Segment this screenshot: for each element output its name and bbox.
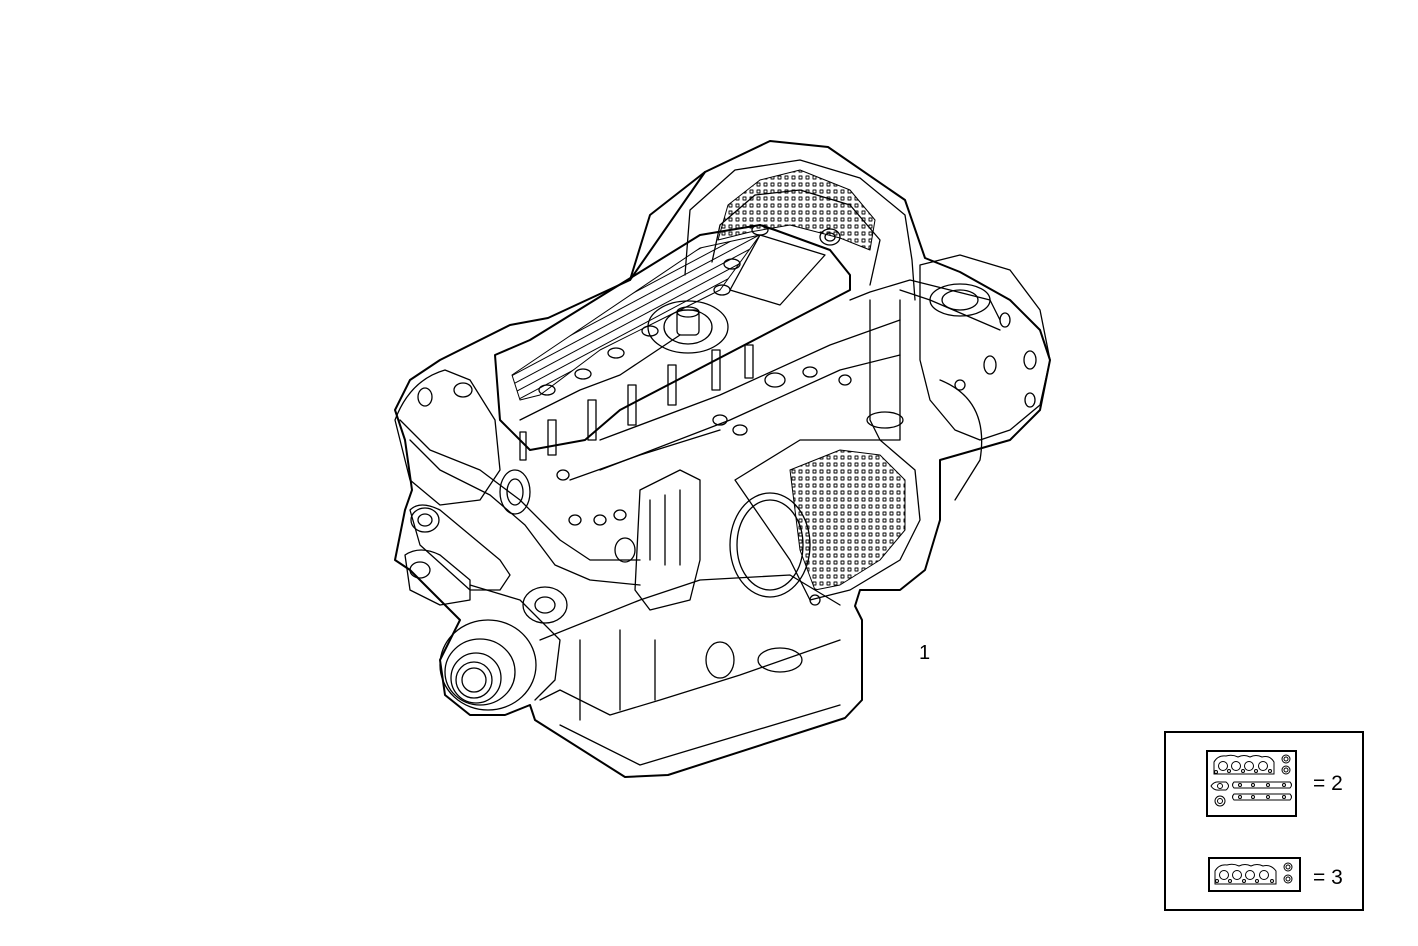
callout-label-1: 1 [919, 642, 931, 664]
legend-box: = 2 = 3 [1164, 731, 1364, 911]
gasket-kit-full-icon [1206, 750, 1297, 817]
gasket-kit-head-icon [1208, 857, 1301, 892]
legend-kit-2-label: = 2 [1313, 772, 1343, 795]
legend-kit-3-label: = 3 [1313, 866, 1343, 889]
